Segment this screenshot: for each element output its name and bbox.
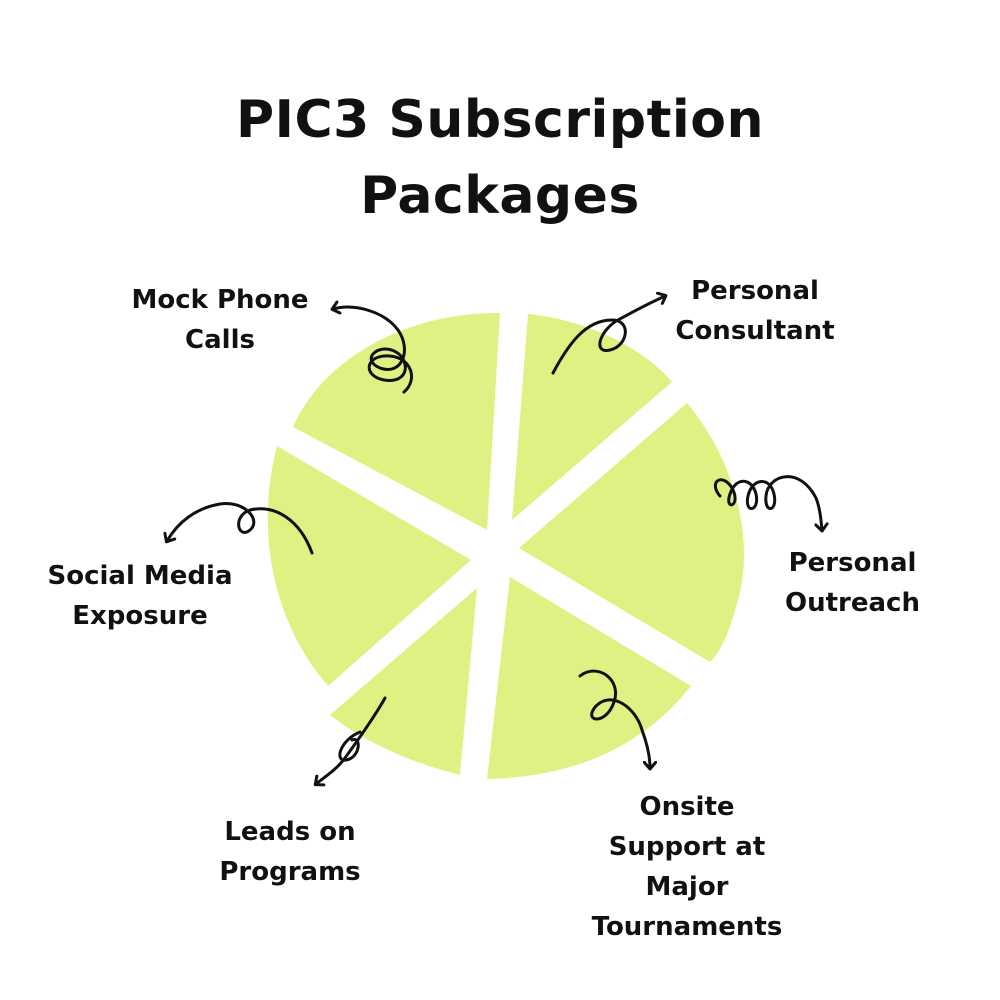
label-line: Social Media (47, 561, 233, 591)
label-line: Outreach (785, 588, 920, 618)
label-personal-outreach: Personal Outreach (770, 543, 935, 623)
arrow-onsite-support (578, 669, 650, 768)
label-line: Programs (219, 857, 361, 887)
label-line: Major (645, 872, 729, 902)
label-line: Personal (788, 548, 917, 578)
connector-arrows (167, 296, 822, 784)
label-line: Exposure (72, 601, 208, 631)
label-line: Mock Phone (131, 285, 309, 315)
label-onsite-support: Onsite Support at Major Tournaments (572, 787, 802, 947)
slice-personal-outreach (519, 403, 744, 662)
label-social-media-exposure: Social Media Exposure (35, 556, 245, 636)
label-line: Calls (185, 325, 255, 355)
label-line: Tournaments (591, 912, 783, 942)
slice-social-media-exposure (267, 446, 471, 686)
label-personal-consultant: Personal Consultant (660, 271, 850, 351)
label-mock-phone-calls: Mock Phone Calls (110, 280, 330, 360)
page-title-line-1: PIC3 Subscription (236, 90, 764, 150)
arrow-personal-consultant (551, 296, 665, 375)
page-title-line-2: Packages (360, 166, 640, 226)
pie-slices (267, 312, 744, 779)
arrow-social-media-exposure (167, 502, 314, 555)
label-line: Onsite (639, 792, 735, 822)
arrow-leads-loop (338, 730, 362, 762)
label-line: Leads on (224, 817, 356, 847)
label-line: Consultant (675, 316, 835, 346)
slice-personal-consultant (512, 314, 672, 520)
label-line: Personal (691, 276, 819, 306)
arrow-personal-outreach (713, 475, 822, 530)
label-line: Support at (608, 832, 766, 862)
slice-mock-phone-calls (293, 312, 500, 530)
arrow-leads-on-programs (316, 696, 387, 784)
label-leads-on-programs: Leads on Programs (200, 812, 380, 892)
arrow-mock-phone-calls (333, 307, 414, 394)
